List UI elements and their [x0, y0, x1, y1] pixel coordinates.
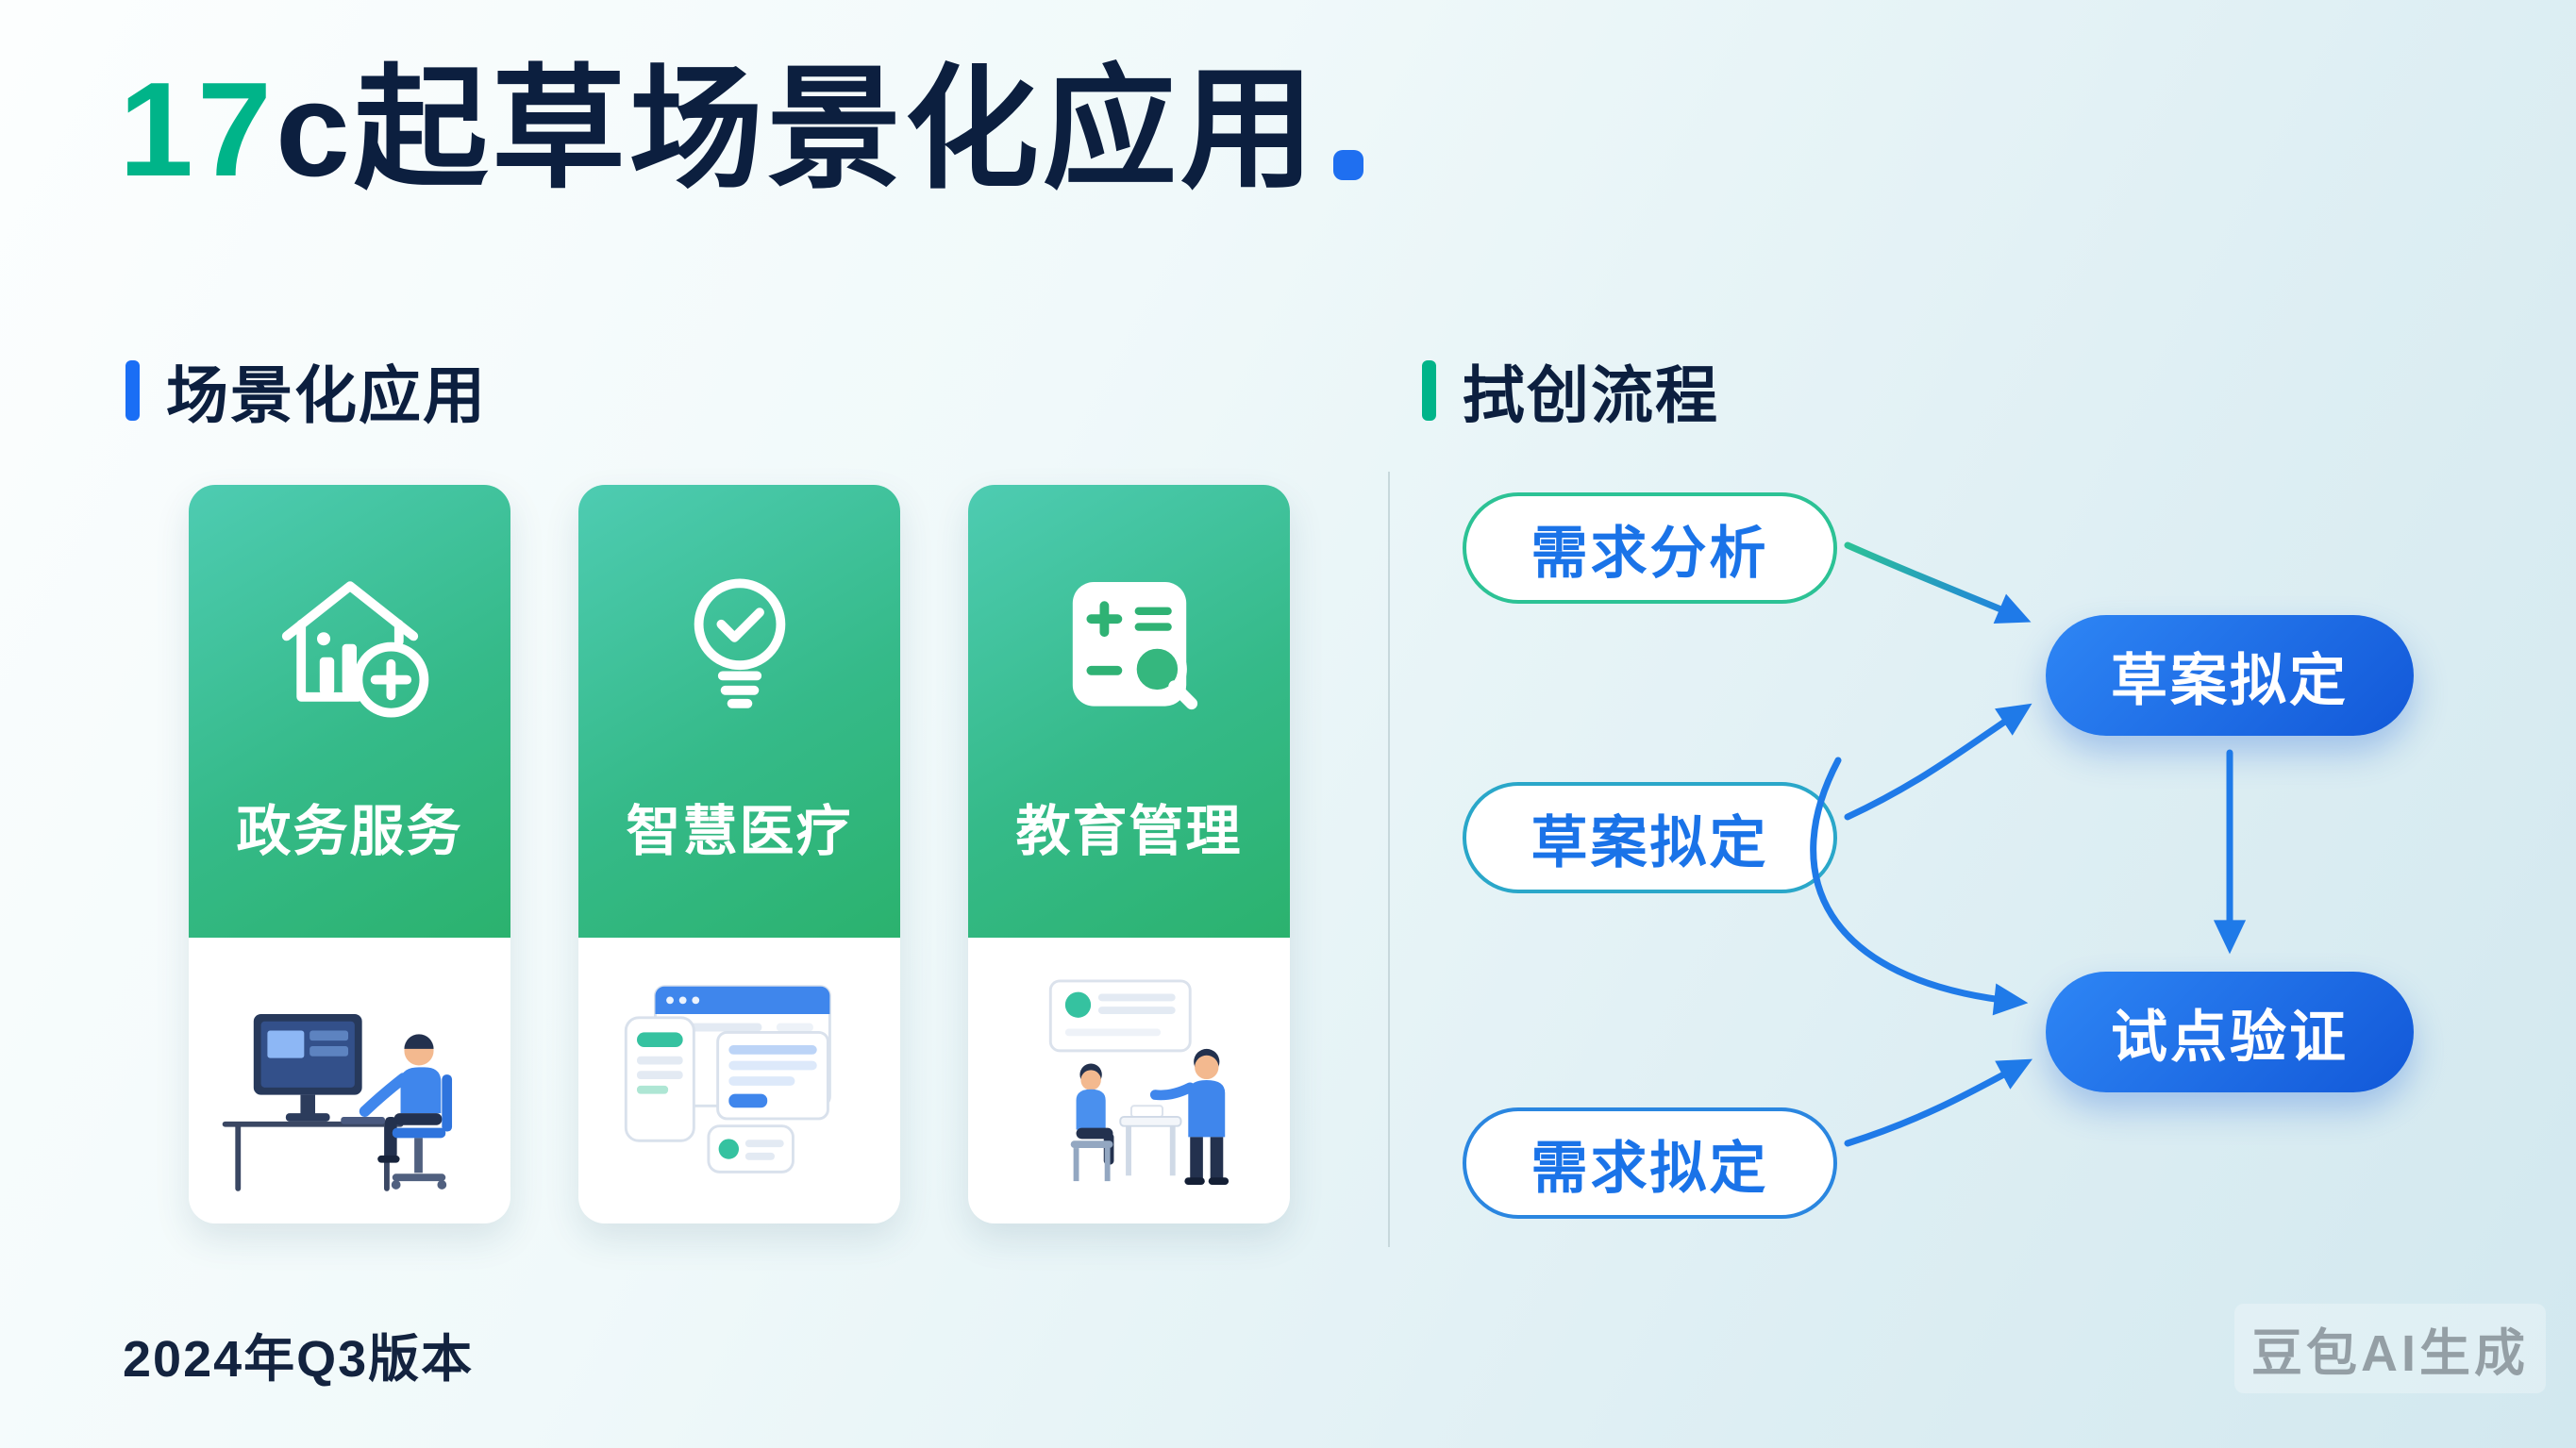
flow-node-pilot-verification-label: 试点验证 [2111, 1005, 2349, 1069]
two-people-discussion-illustration [1048, 978, 1229, 1185]
flow-pill-demand-formulation: 需求拟定 [1463, 1107, 1837, 1219]
person-at-computer-illustration [222, 1013, 452, 1191]
section-heading-applications-label: 场景化应用 [166, 360, 487, 430]
card-gov-service: 政务服务 [189, 485, 510, 1223]
version-label: 2024年Q3版本 [123, 1331, 475, 1388]
card-smart-healthcare-label: 智慧医疗 [626, 801, 853, 862]
title-dot [1332, 150, 1363, 181]
card-gov-service-header: 政务服务 [189, 485, 510, 938]
page-title: 17 c起草场景化应用 [119, 55, 1363, 205]
title-highlight: 17 [119, 55, 276, 205]
arrow-demand-formulation-to-pilot [1844, 1058, 2033, 1147]
card-smart-healthcare-header: 智慧医疗 [578, 485, 900, 938]
title-text: c起草场景化应用 [275, 55, 1318, 205]
teal-accent-bar [1422, 360, 1436, 421]
blue-accent-bar [125, 360, 140, 421]
section-heading-process: 拭创流程 [1422, 345, 1719, 436]
lightbulb-check-icon [694, 578, 785, 708]
flow-node-draft-formulation: 草案拟定 [2046, 615, 2414, 736]
card-education-management-label: 教育管理 [1015, 801, 1243, 862]
arrow-draft-pill-to-pilot [1810, 757, 2029, 1016]
flow-node-draft-formulation-label: 草案拟定 [2111, 648, 2349, 712]
flow-pill-demand-formulation-label: 需求拟定 [1531, 1136, 1769, 1200]
card-smart-healthcare: 智慧医疗 [578, 485, 900, 1223]
card-education-management: 教育管理 [968, 485, 1290, 1223]
card-education-management-header: 教育管理 [968, 485, 1290, 938]
section-heading-applications: 场景化应用 [125, 345, 487, 436]
house-analytics-plus-icon [281, 581, 428, 718]
card-gov-service-illustration-area [189, 938, 510, 1223]
flow-pill-draft-formulation: 草案拟定 [1463, 782, 1837, 893]
section-divider [1388, 472, 1390, 1247]
arrow-demand-analysis-to-draft [1844, 541, 2032, 624]
flow-node-pilot-verification: 试点验证 [2046, 972, 2414, 1092]
ai-watermark: 豆包AI生成 [2234, 1304, 2546, 1393]
flow-pill-draft-formulation-label: 草案拟定 [1531, 810, 1769, 874]
flow-pill-demand-analysis-label: 需求分析 [1531, 521, 1769, 585]
app-windows-illustration [624, 984, 831, 1173]
card-smart-healthcare-illustration-area [578, 938, 900, 1223]
document-magnifier-icon [1072, 582, 1197, 710]
flow-pill-demand-analysis: 需求分析 [1463, 492, 1837, 604]
application-cards: 政务服务 [189, 485, 1290, 1223]
card-education-management-illustration-area [968, 938, 1290, 1223]
section-heading-process-label: 拭创流程 [1463, 360, 1719, 430]
arrow-draft-pill-to-draft-node [1844, 703, 2032, 821]
card-gov-service-label: 政务服务 [236, 801, 463, 862]
